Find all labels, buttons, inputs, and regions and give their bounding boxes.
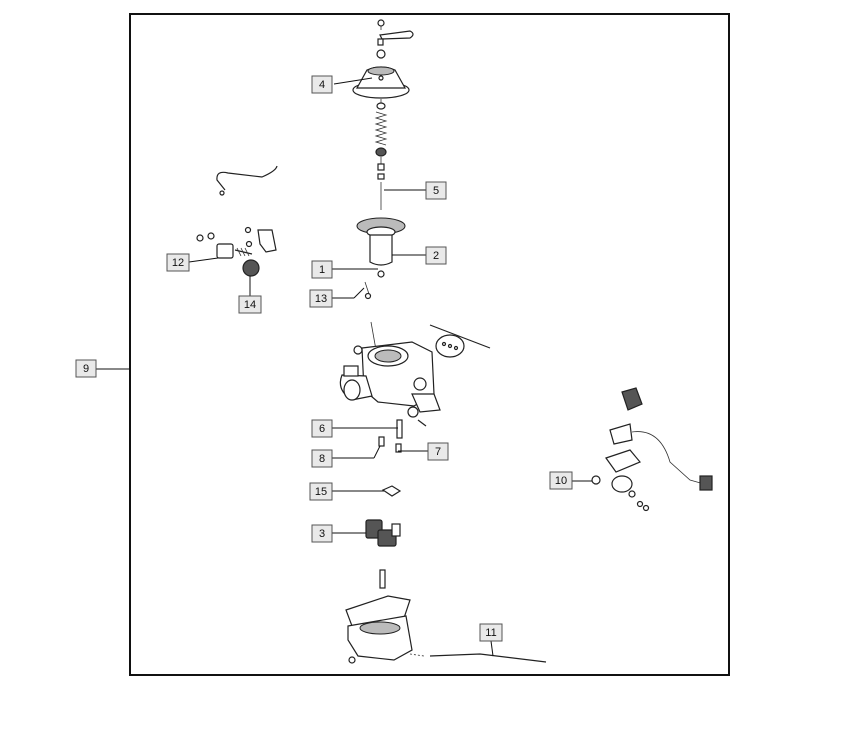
idle-screw-assembly-part bbox=[196, 226, 277, 277]
callout-5: 5 bbox=[425, 181, 447, 200]
callout-6: 6 bbox=[311, 419, 333, 438]
callout-15-label: 15 bbox=[315, 486, 327, 498]
drain-tube-part bbox=[429, 653, 547, 663]
callout-11-label: 11 bbox=[485, 627, 496, 639]
carburetor-body-part bbox=[339, 321, 441, 413]
leader-lines bbox=[95, 77, 592, 657]
callout-14-label: 14 bbox=[244, 299, 256, 311]
callout-8: 8 bbox=[311, 449, 333, 468]
float-bowl-part bbox=[345, 569, 425, 664]
o-ring-part bbox=[381, 485, 402, 497]
callout-5-label: 5 bbox=[433, 185, 439, 197]
callout-3: 3 bbox=[311, 524, 333, 543]
callout-2: 2 bbox=[425, 246, 447, 265]
callout-12: 12 bbox=[166, 253, 190, 272]
callout-9: 9 bbox=[75, 359, 97, 378]
callout-4-label: 4 bbox=[319, 79, 325, 91]
callout-15: 15 bbox=[309, 482, 333, 501]
callout-2-label: 2 bbox=[433, 250, 439, 262]
small-screw-part bbox=[364, 281, 372, 300]
assembly-frame bbox=[129, 13, 730, 676]
piston-valve-part bbox=[356, 217, 406, 278]
callout-13-label: 13 bbox=[315, 293, 327, 305]
callout-8-label: 8 bbox=[319, 453, 325, 465]
callout-9-label: 9 bbox=[83, 363, 89, 375]
diaphragm-cover-part bbox=[352, 66, 410, 110]
callout-10-label: 10 bbox=[555, 475, 567, 487]
callout-11: 11 bbox=[479, 623, 503, 642]
callout-10: 10 bbox=[549, 471, 573, 490]
callout-3-label: 3 bbox=[319, 528, 325, 540]
callout-14: 14 bbox=[238, 295, 262, 314]
auto-choke-part bbox=[591, 387, 713, 512]
callout-12-label: 12 bbox=[172, 257, 184, 269]
vent-hose-part bbox=[216, 165, 278, 196]
float-part bbox=[365, 519, 401, 547]
throttle-linkage-part bbox=[376, 19, 414, 59]
callout-1: 1 bbox=[311, 260, 333, 279]
callout-7: 7 bbox=[427, 442, 449, 461]
spring-part bbox=[374, 111, 388, 180]
callout-4: 4 bbox=[311, 75, 333, 94]
jet-parts bbox=[378, 406, 427, 453]
callout-1-label: 1 bbox=[319, 264, 325, 276]
callout-13: 13 bbox=[309, 289, 333, 308]
throttle-shaft-part bbox=[429, 324, 491, 358]
callout-7-label: 7 bbox=[435, 446, 441, 458]
callout-6-label: 6 bbox=[319, 423, 325, 435]
